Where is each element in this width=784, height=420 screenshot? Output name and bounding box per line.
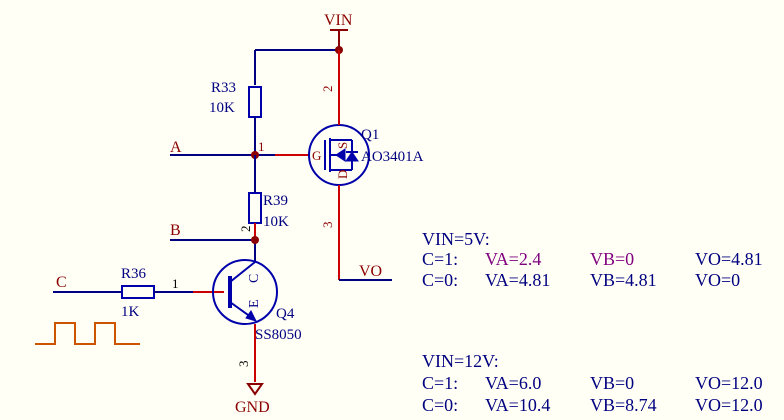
q1-gate-pin-number: 1	[258, 139, 265, 154]
notes-5v-row2-c: C=0:	[422, 270, 458, 290]
r33-ref: R33	[211, 80, 236, 96]
notes-12v-row2-vo: VO=12.0	[695, 395, 763, 415]
q1-gate-letter: G	[312, 148, 321, 163]
gnd-power-port: GND	[235, 383, 270, 416]
q1-source-letter: S	[335, 142, 350, 149]
q1-drain-pin-number: 3	[320, 222, 335, 229]
q1-source-pin-number: 2	[320, 86, 335, 93]
vo-output: VO	[339, 263, 392, 281]
net-a: A	[170, 139, 275, 159]
resistor-r36	[121, 285, 155, 299]
mosfet-q1: 1 G 2 3 S D Q1 AO3401A	[258, 50, 424, 280]
q4-value: SS8050	[255, 327, 302, 343]
transistor-q4: 1 C E 3 Q4 SS8050	[172, 259, 302, 382]
notes-5v-row2-vo: VO=0	[695, 270, 740, 290]
r36-value: 1K	[121, 304, 140, 320]
notes-12v-row2-vb: VB=8.74	[590, 395, 657, 415]
net-c-label: C	[56, 274, 67, 291]
q1-ref: Q1	[361, 127, 379, 143]
vin-power-port: VIN	[324, 12, 353, 48]
notes-5v-title: VIN=5V:	[422, 229, 490, 249]
q4-emitter-pin-number: 3	[236, 361, 251, 368]
notes-12v-row1-c: C=1:	[422, 373, 458, 393]
notes-12v-row1-vo: VO=12.0	[695, 373, 763, 393]
vo-label: VO	[359, 263, 382, 280]
notes-5v-row1-va: VA=2.4	[485, 249, 541, 269]
q1-value: AO3401A	[361, 149, 424, 165]
q4-body	[212, 259, 278, 325]
gnd-label: GND	[235, 399, 270, 416]
q4-collector-letter: C	[247, 274, 262, 283]
notes-12v-row1-va: VA=6.0	[485, 373, 541, 393]
net-c: C R36 1K	[53, 266, 193, 320]
top-wire	[254, 46, 343, 85]
notes-5v-row1-vo: VO=4.81	[695, 249, 763, 269]
notes-5v-row1-c: C=1:	[422, 249, 458, 269]
r39-value: 10K	[263, 214, 289, 230]
q4-ref: Q4	[276, 306, 295, 322]
net-a-label: A	[170, 139, 182, 156]
notes-12v-title: VIN=12V:	[422, 351, 499, 371]
q4-emitter-letter: E	[247, 299, 262, 308]
resistor-r33: R33 10K	[209, 80, 262, 155]
r39-ref: R39	[263, 193, 288, 209]
vin-label: VIN	[324, 12, 353, 29]
r39-pin-number: 2	[238, 226, 253, 233]
junction-b	[251, 236, 259, 244]
notes-12v-row2-va: VA=10.4	[485, 395, 550, 415]
notes-5v: VIN=5V: C=1: VA=2.4 VB=0 VO=4.81 C=0: VA…	[422, 229, 763, 290]
notes-12v-row1-vb: VB=0	[590, 373, 634, 393]
square-wave-icon	[35, 322, 140, 345]
r36-ref: R36	[121, 266, 147, 282]
q1-drain-letter: D	[335, 170, 350, 179]
resistor-r39: 2 R39 10K	[238, 155, 289, 240]
q4-base-pin-number: 1	[172, 276, 179, 291]
net-b: B	[170, 222, 259, 262]
notes-5v-row1-vb: VB=0	[590, 249, 634, 269]
notes-5v-row2-va: VA=4.81	[485, 270, 550, 290]
notes-5v-row2-vb: VB=4.81	[590, 270, 657, 290]
notes-12v-row2-c: C=0:	[422, 395, 458, 415]
net-b-label: B	[170, 222, 181, 239]
notes-12v: VIN=12V: C=1: VA=6.0 VB=0 VO=12.0 C=0: V…	[422, 351, 763, 415]
r33-value: 10K	[209, 100, 235, 116]
